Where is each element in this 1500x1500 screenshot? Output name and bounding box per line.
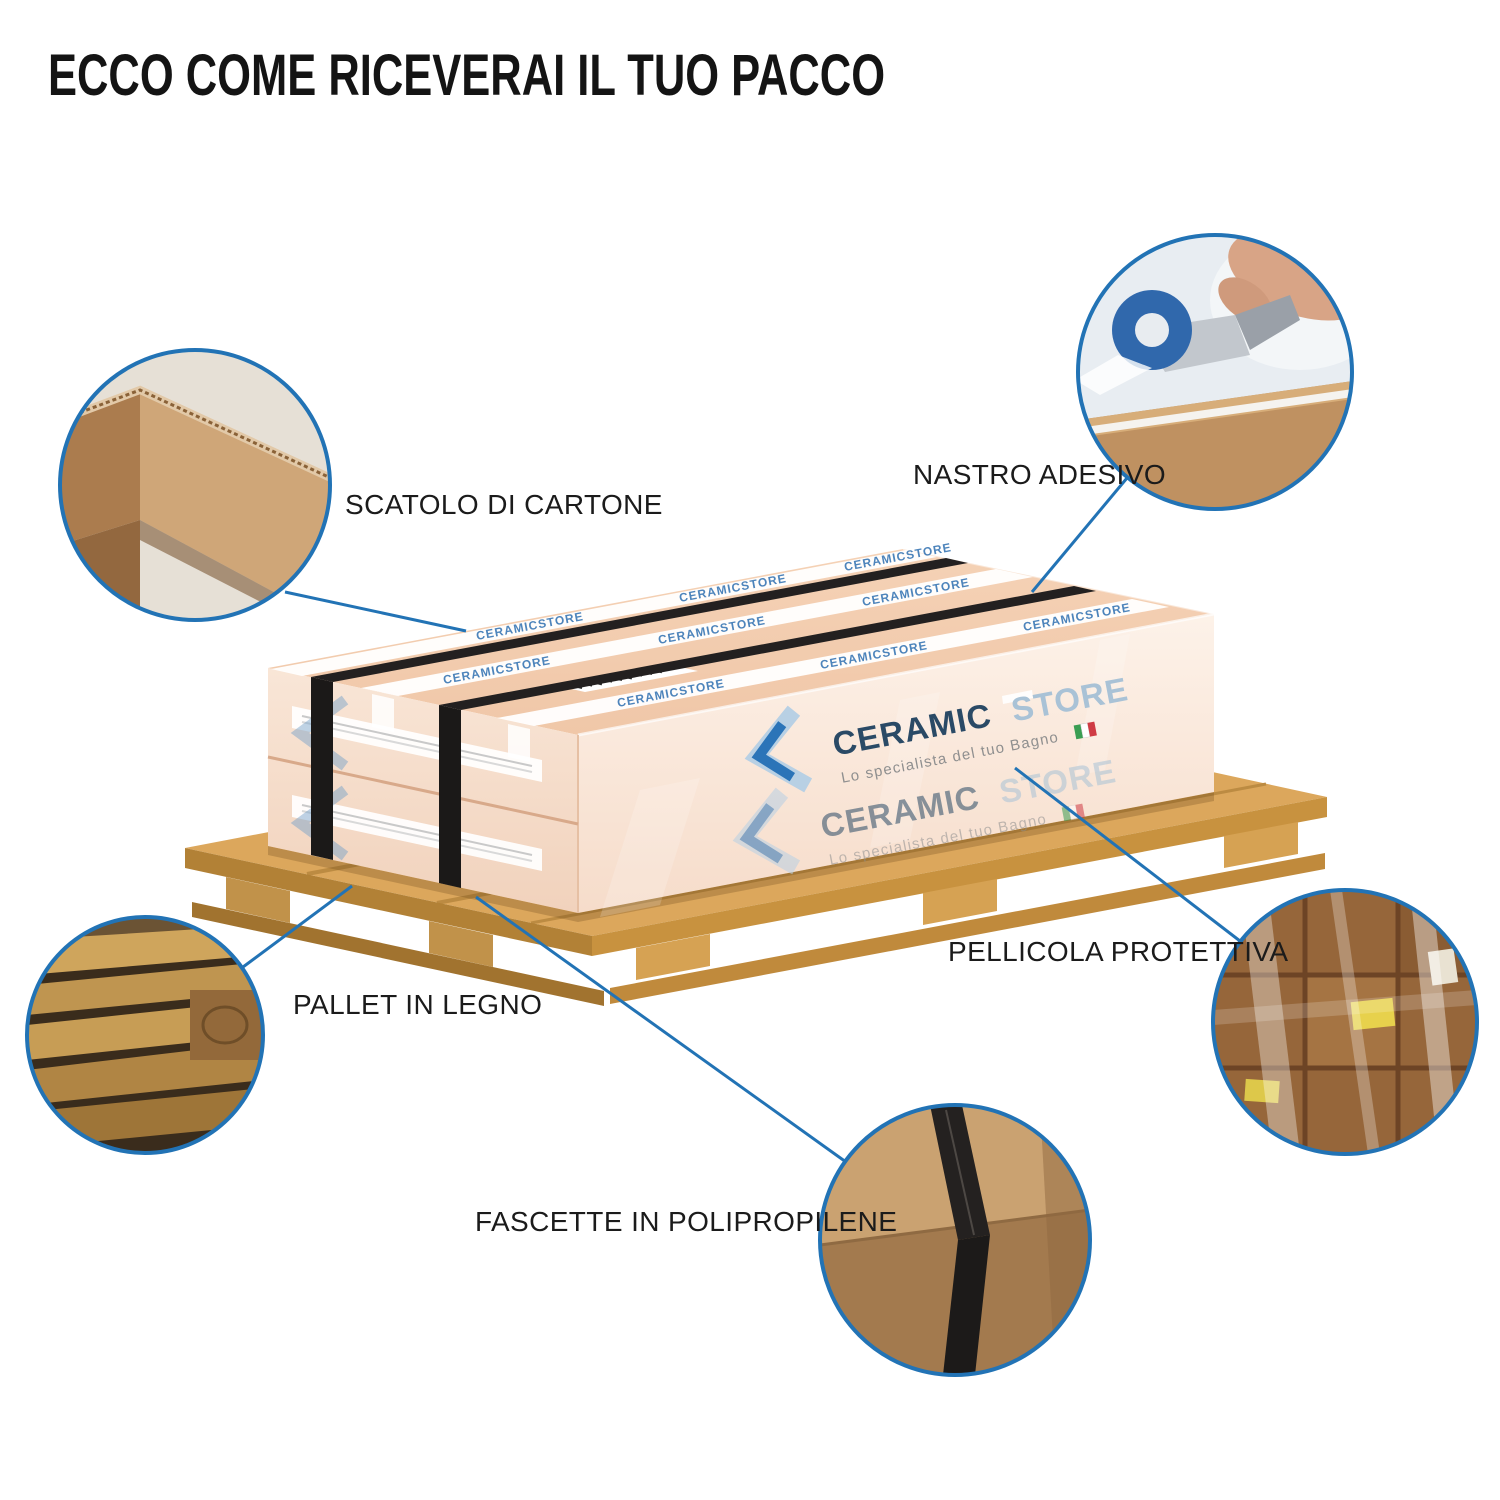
white-label [1427,948,1459,986]
strap-bands [311,558,1096,888]
cardboard-photo [60,350,330,620]
strap-band-top [439,586,1096,710]
tape-circle-ring [1076,233,1354,511]
tape-tab [508,724,530,762]
chevron-icon [751,721,796,782]
box-shadow [268,846,578,922]
connector-lines [242,477,1241,1164]
connector-line-film [1014,766,1241,943]
pallet-block [1224,822,1298,868]
packing-label-line [301,715,533,767]
film-shine [600,778,700,917]
tape-label: NASTRO ADESIVO [913,459,1166,490]
pallet-block [429,921,493,967]
pallet-deck-side [185,848,592,956]
pallet-block [636,934,710,980]
strap-band-end [311,677,333,860]
packing-label-line [301,810,533,862]
pallet-block [226,877,290,923]
box-top-face [268,549,1214,735]
pallet-photo [27,917,263,1153]
pallet-block [923,879,997,925]
small-sticker [1002,690,1033,704]
pallet-runner-front [610,853,1325,1004]
yellow-label [1350,997,1396,1031]
packing-label-line [301,721,533,773]
straps-label: FASCETTE IN POLIPROPILENE [475,1206,898,1237]
tape-tab [372,694,394,732]
cardboard-circle-ring [58,348,332,622]
strap-band-top [311,558,968,682]
packing-label [292,706,542,782]
connector-line-tape [1030,477,1129,593]
packing-label [292,795,542,871]
box-shadow [578,792,1214,922]
connector-line-pallet [242,884,353,969]
pallet-deck-front [592,797,1327,956]
pallet-label: PALLET IN LEGNO [293,989,543,1020]
tape-strip [497,599,1169,726]
italian-flag-icon [1073,721,1097,740]
box-edge-highlight [902,548,1215,615]
pallet-board-gap [530,782,1267,925]
film-shine [1075,634,1130,776]
packing-label-line [301,804,533,856]
tape-strip [271,550,937,676]
film-label: PELLICOLA PROTETTIVA [948,936,1289,967]
connector-line-cardboard [284,590,467,633]
tape-strips: CERAMICSTORE CERAMICSTORE CERAMICSTORE C… [271,540,1169,726]
film-shine [870,692,940,848]
yellow-label [1244,1078,1280,1104]
chevron-icon [739,803,784,864]
strap-closeup [943,1235,990,1375]
box-edge-highlight [577,612,1215,737]
box-graphic: CERAMICSTORE CERAMICSTORE CERAMICSTORE C… [267,540,1215,922]
connector-line-straps [475,895,847,1164]
tape-strip [361,569,1033,696]
page-title: ECCO COME RICEVERAI IL TUO PACCO [48,43,886,108]
film-circle-ring [1211,888,1479,1156]
straps-circle-ring [818,1103,1092,1377]
cardboard-label: SCATOLO DI CARTONE [345,489,663,520]
strap-band-end [439,705,461,888]
film-photo [1213,890,1477,1154]
pallet-circle-ring [25,915,265,1155]
